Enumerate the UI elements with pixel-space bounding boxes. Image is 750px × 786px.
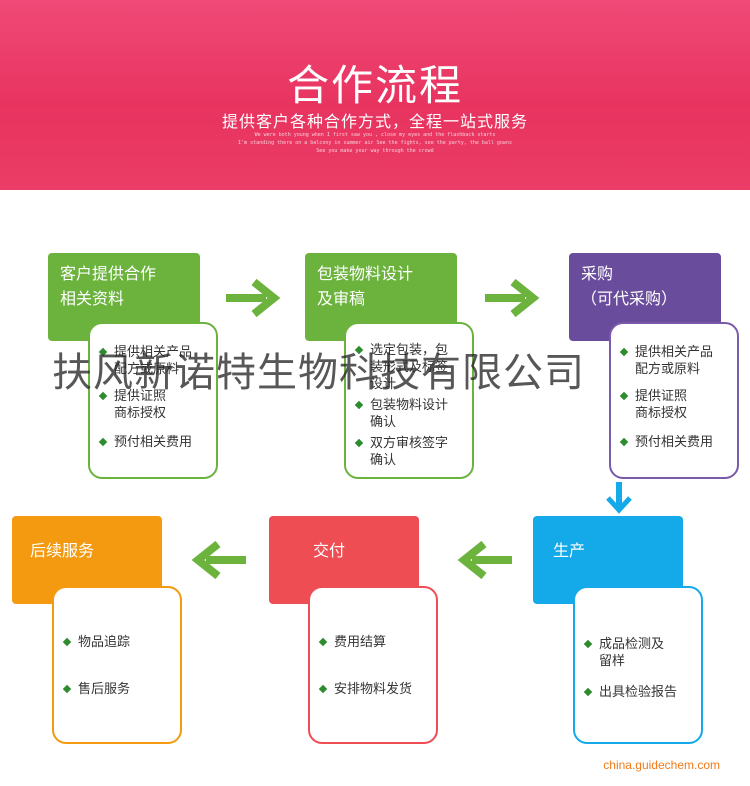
arrow-down-icon [606, 482, 632, 514]
step-4-card: 成品检测及 留样 出具检验报告 [573, 586, 703, 744]
step-5-card: 费用结算 安排物料发货 [308, 586, 438, 744]
item-text: 包装物料设计 [370, 398, 449, 413]
item-text: 确认 [370, 415, 397, 430]
step-3-item: 预付相关费用 [621, 434, 727, 451]
step-2-title-line: 包装物料设计 [317, 264, 414, 283]
item-text: 提供相关产品 [635, 345, 714, 360]
header-banner: 合作流程 提供客户各种合作方式，全程一站式服务 We were both you… [0, 0, 750, 190]
step-6-title-line: 后续服务 [30, 541, 95, 560]
item-text: 提供相关产品 [114, 345, 193, 360]
step-6-item: 售后服务 [64, 681, 170, 698]
item-text: 出具检验报告 [599, 685, 678, 700]
step-1-card: 提供相关产品 配方或原料 提供证照 商标授权 预付相关费用 [88, 322, 218, 479]
step-1-item: 提供证照 商标授权 [100, 388, 206, 422]
item-text: 商标授权 [635, 406, 688, 421]
step-4-item: 出具检验报告 [585, 684, 691, 701]
step-1-item: 提供相关产品 配方或原料 [100, 344, 206, 378]
page-subtitle: 提供客户各种合作方式，全程一站式服务 [221, 112, 528, 131]
item-text: 售后服务 [78, 682, 131, 697]
step-2-card: 选定包装，包 装形式及标签 设计 包装物料设计 确认 双方审核签字 确认 [344, 322, 474, 479]
step-1-item: 预付相关费用 [100, 434, 206, 451]
item-text: 提供证照 [114, 389, 167, 404]
step-3-item: 提供证照 商标授权 [621, 388, 727, 422]
step-3-title-line: 采购 [581, 264, 614, 283]
step-1-title-line: 相关资料 [60, 289, 125, 308]
item-text: 费用结算 [334, 635, 387, 650]
banner-english-line: We were both young when I first saw you … [254, 132, 496, 138]
item-text: 预付相关费用 [635, 435, 714, 450]
arrow-left-icon [457, 540, 512, 580]
item-text: 预付相关费用 [114, 435, 193, 450]
item-text: 配方或原料 [114, 362, 180, 377]
item-text: 商标授权 [114, 406, 167, 421]
item-text: 留样 [599, 654, 626, 669]
item-text: 配方或原料 [635, 362, 701, 377]
step-2-item: 双方审核签字 确认 [356, 435, 462, 469]
step-2-title-line: 及审稿 [317, 289, 366, 308]
step-2-item: 包装物料设计 确认 [356, 397, 462, 431]
banner-english-text: We were both young when I first saw you … [0, 131, 750, 155]
step-3-title-line: （可代采购） [581, 289, 678, 308]
item-text: 双方审核签字 [370, 436, 449, 451]
step-6-card: 物品追踪 售后服务 [52, 586, 182, 744]
item-text: 选定包装，包 [370, 343, 449, 358]
item-text: 物品追踪 [78, 635, 131, 650]
item-text: 提供证照 [635, 389, 688, 404]
arrow-right-icon [226, 278, 281, 318]
step-5-title-line: 交付 [313, 541, 346, 560]
page-title: 合作流程 [286, 61, 463, 110]
step-3-item: 提供相关产品 配方或原料 [621, 344, 727, 378]
step-5-item: 费用结算 [320, 634, 426, 651]
item-text: 确认 [370, 453, 397, 468]
step-5-item: 安排物料发货 [320, 681, 426, 698]
arrow-right-icon [485, 278, 540, 318]
step-2-item: 选定包装，包 装形式及标签 设计 [356, 342, 462, 393]
banner-english-line: See you make your way through the crowd [316, 148, 434, 154]
step-1-title-line: 客户提供合作 [60, 264, 157, 283]
item-text: 成品检测及 [599, 637, 665, 652]
item-text: 安排物料发货 [334, 682, 413, 697]
step-4-title-line: 生产 [553, 541, 586, 560]
step-6-item: 物品追踪 [64, 634, 170, 651]
site-credit: china.guidechem.com [603, 758, 720, 772]
arrow-left-icon [191, 540, 246, 580]
step-4-item: 成品检测及 留样 [585, 636, 691, 670]
item-text: 设计 [370, 377, 397, 392]
item-text: 装形式及标签 [370, 360, 449, 375]
banner-english-line: I'm standing there on a balcony in summe… [238, 140, 512, 146]
step-3-card: 提供相关产品 配方或原料 提供证照 商标授权 预付相关费用 [609, 322, 739, 479]
